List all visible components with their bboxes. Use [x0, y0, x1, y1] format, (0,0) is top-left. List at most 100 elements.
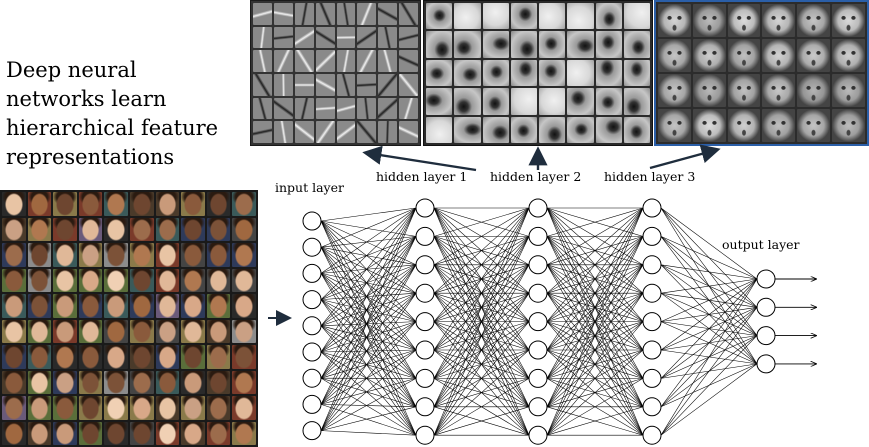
connection-line [546, 264, 644, 436]
connection-line [320, 207, 417, 274]
face-part-cell [595, 31, 622, 58]
face-photo-cell [181, 217, 205, 241]
face-photo-cell [181, 268, 205, 292]
face-part-cell [567, 59, 594, 87]
connection-line [660, 307, 758, 436]
face-part-cell [539, 88, 566, 115]
face-part-cell [454, 88, 481, 115]
edge-filter-cell [378, 26, 398, 49]
face-part-cell [482, 116, 509, 143]
face-photo-cell [2, 421, 26, 445]
face-template-cell [658, 109, 691, 142]
connection-line [546, 207, 644, 237]
hidden3-pointer-arrow [649, 144, 721, 170]
connection-line [320, 264, 417, 431]
connection-line [320, 236, 417, 300]
connection-line [320, 349, 417, 379]
connection-line [320, 220, 417, 294]
face-template-cell [832, 109, 865, 142]
edge-filter-cell [315, 26, 335, 49]
layer1-feature-panel [250, 0, 421, 146]
edge-filter-cell [253, 121, 272, 143]
connection-line [546, 349, 644, 436]
face-photo-cell [53, 192, 77, 216]
face-part-cell [454, 31, 481, 58]
face-photo-cell [53, 319, 77, 343]
connection-line [320, 351, 417, 379]
face-photo-cell [206, 370, 231, 394]
face-template-cell [762, 39, 796, 72]
connection-line [660, 363, 758, 436]
connection-line [433, 378, 530, 436]
connection-line [433, 207, 530, 294]
connection-line [320, 349, 417, 353]
face-template-cell [727, 39, 761, 72]
connection-line [320, 207, 417, 353]
face-part-cell [623, 3, 650, 30]
hidden-neuron [415, 397, 435, 417]
connection-line [546, 207, 644, 351]
face-photo-cell [130, 192, 154, 216]
hidden-neuron [642, 397, 662, 417]
connection-line [320, 247, 417, 436]
face-template-cell [658, 74, 691, 107]
face-part-cell [510, 31, 537, 58]
edge-filter-cell [253, 50, 272, 72]
face-template-cell [797, 109, 831, 142]
hidden-neuron [415, 368, 435, 388]
face-part-cell [426, 31, 453, 58]
connection-line [320, 220, 417, 322]
edge-filter-cell [399, 3, 418, 25]
face-photo-cell [155, 294, 180, 318]
connection-line [320, 220, 417, 407]
face-photo-cell [27, 345, 52, 369]
face-template-cell [762, 74, 796, 107]
face-photo-cell [2, 370, 26, 394]
face-photo-cell [232, 217, 256, 241]
connection-line [320, 207, 417, 431]
connection-line [320, 292, 417, 327]
edge-filter-cell [315, 121, 335, 143]
edge-filter-cell [273, 50, 293, 72]
hidden-neuron [415, 198, 435, 218]
edge-filter-cell [336, 50, 356, 72]
connection-line [320, 247, 417, 351]
connection-line [546, 207, 644, 266]
face-part-cell [539, 3, 566, 30]
input-neuron [302, 421, 322, 441]
connection-line [320, 349, 417, 405]
edge-filter-cell [294, 97, 314, 120]
hidden-neuron [642, 226, 662, 246]
connection-line [660, 278, 758, 379]
connection-line [320, 321, 417, 431]
output-neuron [756, 326, 776, 346]
face-part-cell [426, 59, 453, 87]
connection-line [433, 207, 530, 322]
connection-line [433, 207, 530, 266]
input-neuron [302, 316, 322, 336]
connection-line [320, 264, 417, 353]
face-photo-cell [155, 396, 180, 420]
heading-text: Deep neural networks learn hierarchical … [6, 56, 246, 172]
connection-line [320, 299, 417, 379]
connection-line [320, 273, 417, 379]
face-photo-cell [104, 217, 128, 241]
connection-line [320, 404, 417, 436]
connection-line [320, 207, 417, 222]
face-photo-cell [206, 192, 231, 216]
connection-line [320, 220, 417, 351]
connection-line [320, 351, 417, 408]
face-part-cell [482, 59, 509, 87]
face-template-cell [692, 4, 726, 37]
face-photo-cell [53, 345, 77, 369]
input-neuron [302, 263, 322, 283]
connection-line [320, 321, 417, 405]
face-photo-cell [155, 243, 180, 267]
connection-line [660, 278, 758, 322]
connection-line [320, 207, 417, 405]
face-part-cell [623, 88, 650, 115]
edge-filter-cell [378, 73, 398, 96]
edge-filter-cell [357, 97, 377, 120]
face-part-cell [454, 3, 481, 30]
edge-filter-cell [336, 97, 356, 120]
